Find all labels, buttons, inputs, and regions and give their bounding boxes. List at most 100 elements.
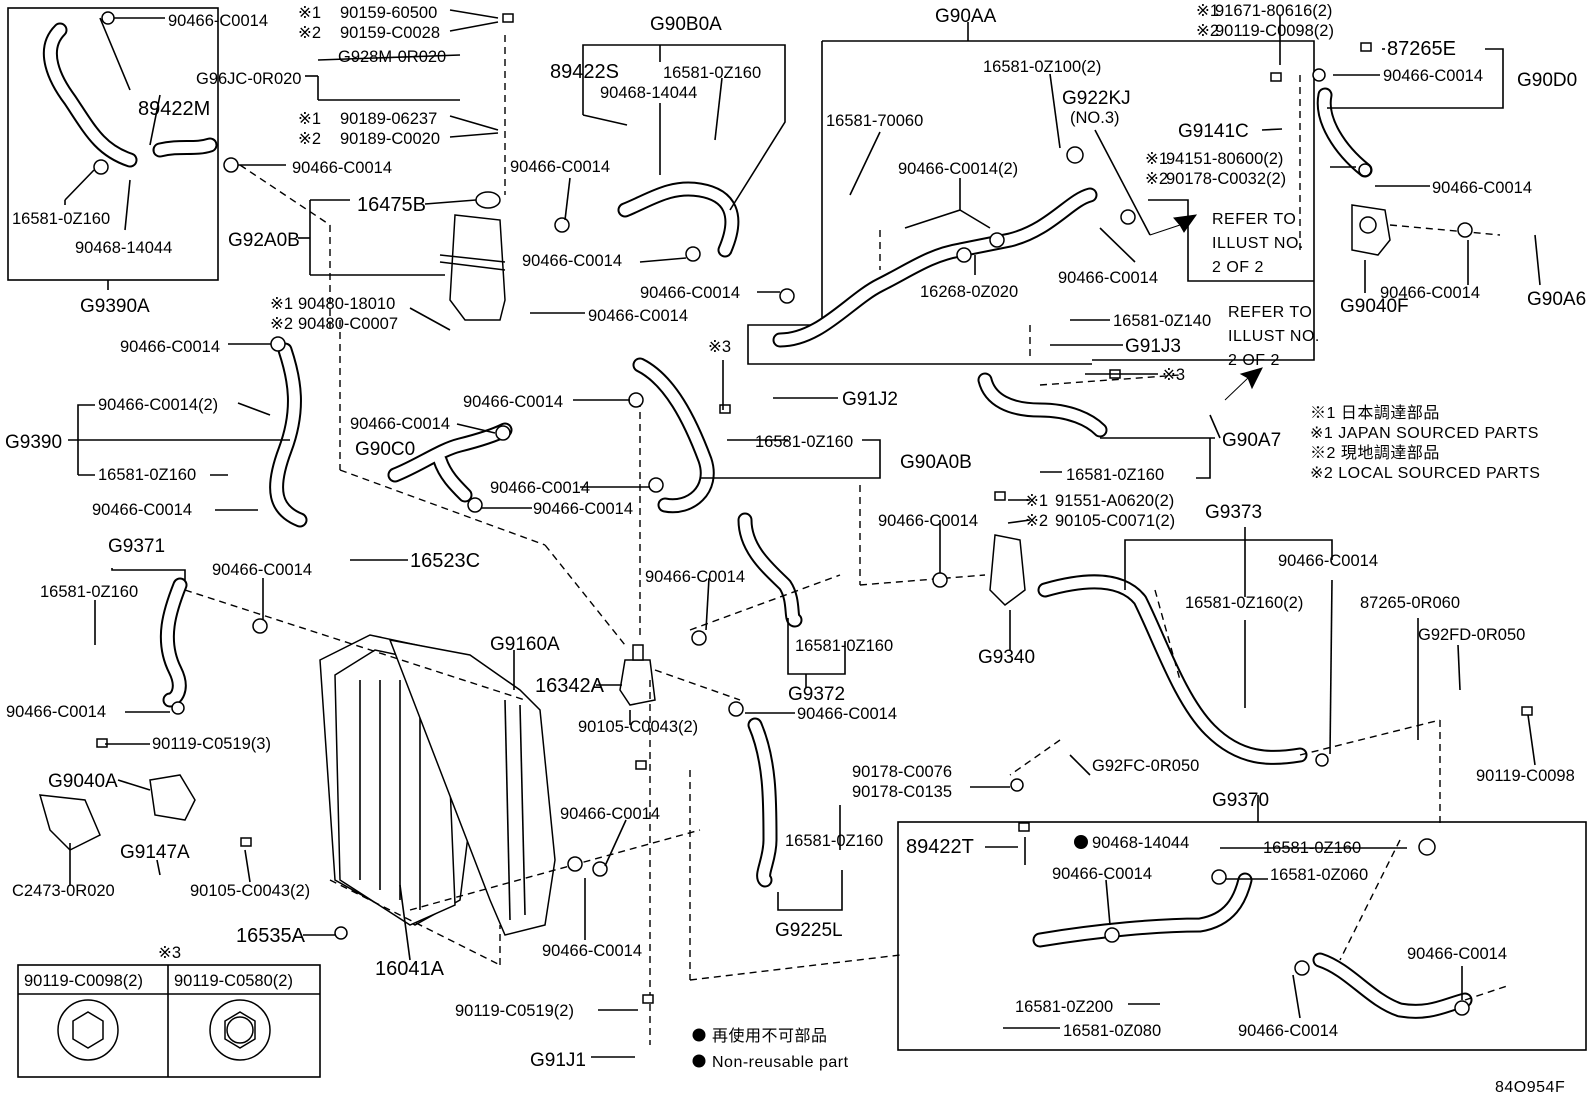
bolt-table [17, 964, 321, 1078]
label-90189-06237: 90189-06237 [340, 110, 437, 128]
label-90466-c0014-n: 90466-C0014 [350, 415, 450, 433]
label-16523c: 16523C [410, 550, 480, 572]
label-g9141c: G9141C [1178, 121, 1249, 142]
label-16581-0z160-d: 16581-0Z160 [98, 466, 196, 484]
refer2-line2: ILLUST NO. [1228, 328, 1320, 345]
label-16535a: 16535A [236, 925, 306, 947]
label-g92a0b: G92A0B [228, 230, 300, 251]
leader-lines [64, 9, 1541, 1058]
label-g92fc-0r050: G92FC-0R050 [1092, 757, 1199, 775]
refer-arrow-2 [1224, 367, 1263, 401]
label-89422m: 89422M [138, 98, 210, 120]
g9370-group-box [897, 821, 1587, 1051]
label-g922kj: G922KJ [1062, 88, 1131, 109]
label-87265-0r060: 87265-0R060 [1360, 594, 1460, 612]
label-16581-0z100-2: 16581-0Z100(2) [983, 58, 1101, 76]
mark-2-a: ※2 [298, 24, 321, 42]
label-16268-0z020: 16268-0Z020 [920, 283, 1018, 301]
label-g9390: G9390 [5, 432, 62, 453]
label-90466-c0014-r: 90466-C0014 [6, 703, 106, 721]
label-90466-c0014-z: 90466-C0014 [1407, 945, 1507, 963]
label-16581-0z160-2: 16581-0Z160(2) [1185, 594, 1303, 612]
label-90466-c0014-p: 90466-C0014 [533, 500, 633, 518]
label-90466-c0014-aa: 90466-C0014 [1238, 1022, 1338, 1040]
label-16581-0z160-a: 16581-0Z160 [12, 210, 110, 228]
label-91671-80616: 91671-80616(2) [1215, 2, 1332, 20]
hose-g9372 [737, 512, 803, 628]
label-90178-c0032: 90178-C0032(2) [1166, 170, 1286, 188]
bolt-table-col1: 90119-C0098(2) [24, 972, 143, 990]
nonreusable-text-en: Non-reusable part [712, 1054, 849, 1071]
label-90189-c0020: 90189-C0020 [340, 130, 440, 148]
label-g90a0b: G90A0B [900, 452, 972, 473]
label-90466-c0014-m: 90466-C0014 [463, 393, 563, 411]
label-g9390a: G9390A [80, 296, 150, 317]
label-90178-c0076: 90178-C0076 [852, 763, 952, 781]
label-g9147a: G9147A [120, 842, 190, 863]
label-g9225l: G9225L [775, 920, 843, 941]
label-91551-a0620: 91551-A0620(2) [1055, 492, 1174, 510]
label-g91j2: G91J2 [842, 389, 898, 410]
nonreusable-marker-90468 [1074, 835, 1088, 849]
label-16581-0z160-b: 16581-0Z160 [663, 64, 761, 82]
label-16581-70060: 16581-70060 [826, 112, 923, 130]
label-16581-0z160-i: 16581-0Z160 [1263, 839, 1361, 857]
label-90468-14044-b: 90468-14044 [600, 84, 697, 102]
clamp-symbols [93, 11, 1473, 1016]
label-16581-0z160-e: 16581-0Z160 [755, 433, 853, 451]
mark-2-b: ※2 [298, 130, 321, 148]
label-90466-c0014-b: 90466-C0014 [292, 159, 392, 177]
mark-1-e: ※1 [1145, 150, 1168, 168]
legend-note-1-jp: ※1 日本調達部品 [1310, 404, 1440, 422]
label-90119-c0519-3: 90119-C0519(3) [152, 735, 271, 753]
label-90466-c0014-2-a: 90466-C0014(2) [898, 160, 1018, 178]
legend-note-1-en: ※1 JAPAN SOURCED PARTS [1310, 425, 1539, 442]
label-90466-c0014-f: 90466-C0014 [522, 252, 622, 270]
label-g9040a: G9040A [48, 771, 118, 792]
label-16581-0z060: 16581-0Z060 [1270, 866, 1368, 884]
label-16581-0z140: 16581-0Z140 [1113, 312, 1211, 330]
label-90119-c0098-2: 90119-C0098(2) [1215, 22, 1334, 40]
label-16581-0z160-g: 16581-0Z160 [795, 637, 893, 655]
label-90105-c0071: 90105-C0071(2) [1055, 512, 1175, 530]
hose-g9371 [159, 577, 188, 708]
label-16581-0z080: 16581-0Z080 [1063, 1022, 1161, 1040]
hose-g9225l [747, 717, 778, 888]
mark-1-a: ※1 [298, 4, 321, 22]
label-90466-c0014-g: 90466-C0014 [640, 284, 740, 302]
label-g9371: G9371 [108, 536, 165, 557]
label-90466-c0014-o: 90466-C0014 [490, 479, 590, 497]
radiator-assembly [319, 634, 556, 936]
mark-1-d: ※1 [1196, 2, 1219, 20]
label-g9373: G9373 [1205, 502, 1262, 523]
label-90466-c0014-y: 90466-C0014 [1052, 865, 1152, 883]
refer2-line1: REFER TO [1228, 304, 1312, 321]
label-no3: (NO.3) [1070, 109, 1120, 127]
label-90105-c0043-2: 90105-C0043(2) [578, 718, 698, 736]
label-16475b: 16475B [357, 194, 426, 216]
hose-g9390 [269, 342, 308, 528]
label-89422s: 89422S [550, 61, 619, 83]
label-90466-c0014-h: 90466-C0014 [1058, 269, 1158, 287]
reservoir-tank [439, 191, 506, 321]
label-90480-18010: 90480-18010 [298, 295, 395, 313]
label-90466-c0014-l: 90466-C0014 [92, 501, 192, 519]
label-90105-c0043-2b: 90105-C0043(2) [190, 882, 310, 900]
label-90159-c0028: 90159-C0028 [340, 24, 440, 42]
label-g9040f: G9040F [1340, 296, 1409, 317]
label-16581-0z160-h: 16581-0Z160 [785, 832, 883, 850]
label-90466-c0014-i: 90466-C0014 [1383, 67, 1483, 85]
label-g91j1: G91J1 [530, 1050, 586, 1071]
label-g9372: G9372 [788, 684, 845, 705]
legend-note-2-jp: ※2 現地調達部品 [1310, 444, 1440, 462]
mark-1-c: ※1 [270, 295, 293, 313]
label-90466-c0014-w: 90466-C0014 [560, 805, 660, 823]
valve-16342a [619, 644, 656, 706]
label-g90c0: G90C0 [355, 439, 415, 460]
label-90466-c0014-2-b: 90466-C0014(2) [98, 396, 218, 414]
label-90468-14044-c: 90468-14044 [1092, 834, 1189, 852]
bolt-table-icons [57, 999, 271, 1061]
bolt-table-mark: ※3 [158, 944, 181, 962]
label-g90a6: G90A6 [1527, 289, 1586, 310]
